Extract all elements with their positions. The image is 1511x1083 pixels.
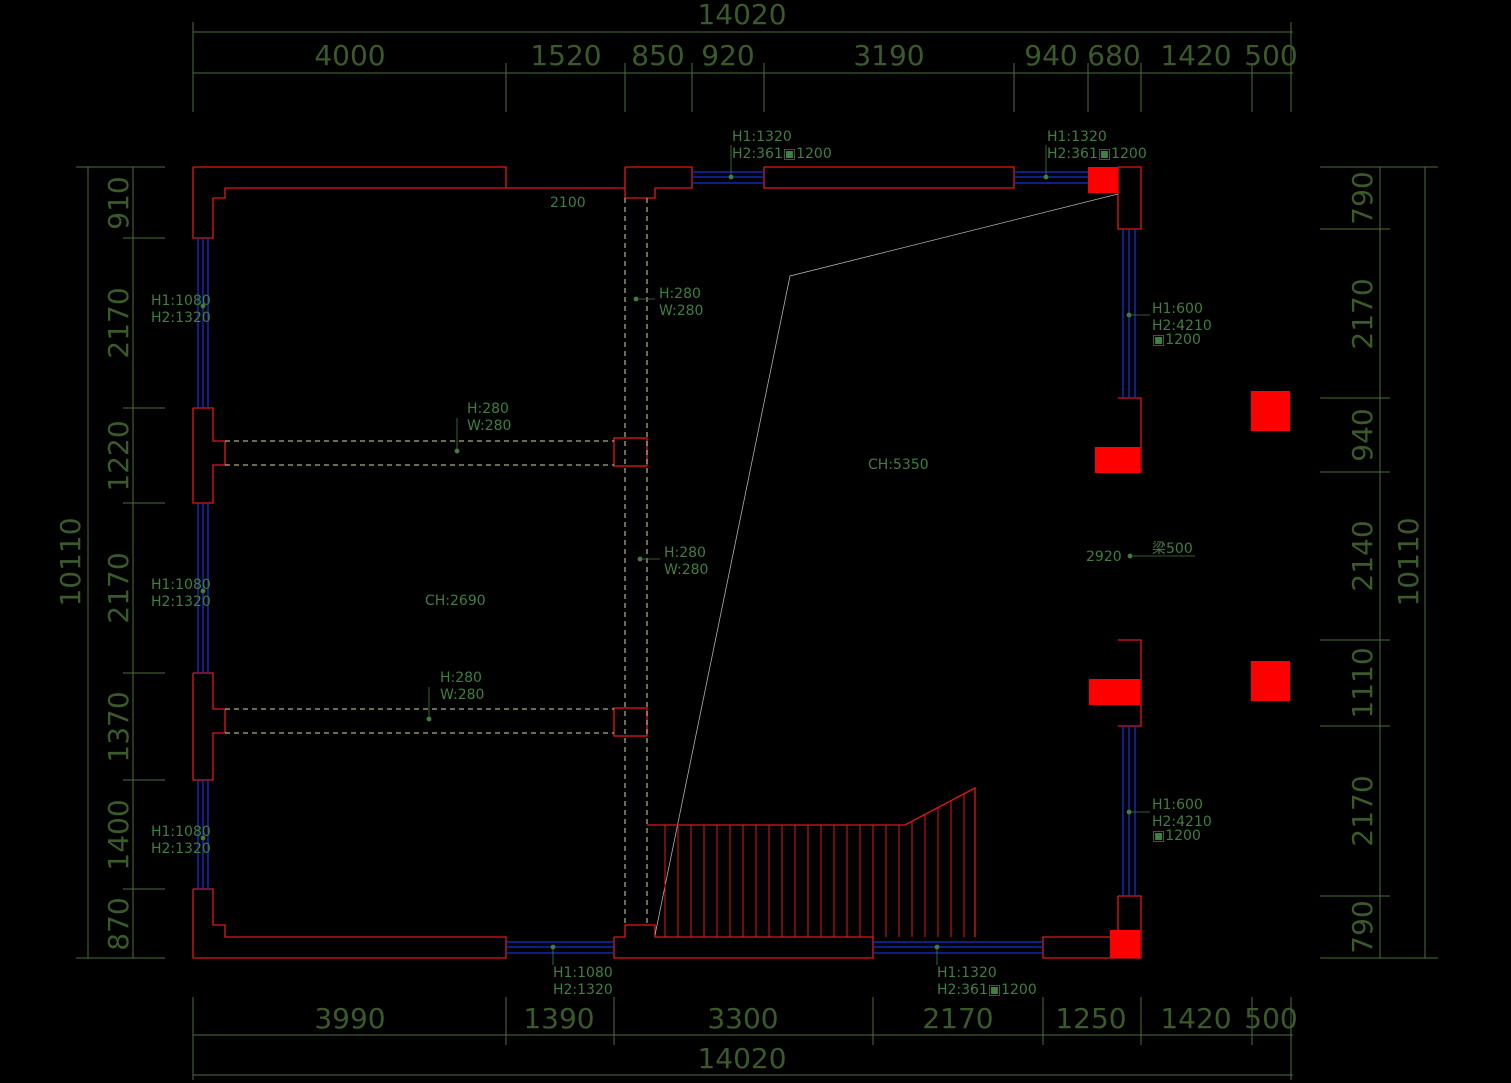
window-label: H2:361▣1200 — [1047, 146, 1147, 162]
right-seg-label: 940 — [1346, 408, 1379, 461]
beam-label: H:280 — [440, 670, 482, 686]
column — [1251, 661, 1290, 701]
bottom-seg-label: 3300 — [707, 1002, 778, 1035]
top-seg-label: 3190 — [853, 39, 924, 72]
column — [1089, 679, 1140, 705]
right-seg-label: 790 — [1346, 171, 1379, 224]
bottom-seg-label: 2170 — [922, 1002, 993, 1035]
top-total-label: 14020 — [697, 0, 786, 31]
top-seg-label: 500 — [1244, 39, 1297, 72]
top-seg-label: 4000 — [314, 39, 385, 72]
left-total-label: 10110 — [54, 517, 87, 606]
top-seg-label: 850 — [631, 39, 684, 72]
windows — [197, 171, 1136, 954]
left-dimension-chain: 10110 910 2170 1220 2170 1370 1400 870 — [54, 166, 165, 959]
window-label: H1:1080 — [553, 965, 613, 981]
window-label: H1:1320 — [937, 965, 997, 981]
beam-label: H:280 — [664, 545, 706, 561]
beams — [225, 198, 648, 925]
window-label: H1:1080 — [151, 577, 211, 593]
right-seg-label: 1110 — [1346, 647, 1379, 718]
ceiling-height-label: CH:5350 — [868, 457, 929, 473]
column — [1088, 167, 1118, 193]
window-label: H2:361▣1200 — [732, 146, 832, 162]
walls — [192, 166, 1142, 959]
columns — [1088, 167, 1290, 958]
ceiling-height-label: CH:2690 — [425, 593, 486, 609]
window-label: H2:1320 — [151, 841, 211, 857]
opening-label: 2100 — [550, 195, 586, 211]
right-seg-label: 2170 — [1346, 278, 1379, 349]
window-left-3 — [197, 780, 209, 889]
window-left-2 — [197, 503, 209, 673]
opening-label: 2920 — [1086, 549, 1122, 565]
right-total-label: 10110 — [1392, 517, 1425, 606]
beam-label: W:280 — [664, 562, 708, 578]
annotations: H1:1320 H2:361▣1200 H1:1320 H2:361▣1200 … — [151, 129, 1212, 998]
window-left-1 — [197, 238, 209, 408]
top-seg-label: 940 — [1024, 39, 1077, 72]
window-label: H1:1080 — [151, 293, 211, 309]
window-label: H1:600 — [1152, 797, 1203, 813]
right-dimension-chain: 790 2170 940 2140 1110 2170 790 10110 — [1320, 166, 1438, 959]
left-seg-label: 910 — [102, 176, 135, 229]
right-seg-label: 790 — [1346, 900, 1379, 953]
beam-label: H:280 — [659, 286, 701, 302]
beam-label: W:280 — [467, 418, 511, 434]
window-label: H2:4210 — [1152, 318, 1212, 334]
top-dimension-chain: 14020 4000 1520 850 920 3190 940 680 142… — [192, 0, 1298, 112]
beam-label: H:280 — [467, 401, 509, 417]
window-label: H2:4210 — [1152, 814, 1212, 830]
slope-line — [654, 193, 1119, 936]
window-label: ▣1200 — [1152, 332, 1201, 348]
bottom-seg-label: 500 — [1244, 1002, 1297, 1035]
window-label: H2:1320 — [151, 594, 211, 610]
bottom-seg-label: 1420 — [1160, 1002, 1231, 1035]
top-seg-label: 1520 — [530, 39, 601, 72]
bottom-seg-label: 1250 — [1055, 1002, 1126, 1035]
left-seg-label: 1400 — [102, 799, 135, 870]
beam-label: 梁500 — [1152, 541, 1193, 557]
left-seg-label: 1220 — [102, 420, 135, 491]
left-seg-label: 2170 — [102, 552, 135, 623]
column — [1095, 447, 1140, 473]
bottom-total-label: 14020 — [697, 1042, 786, 1075]
left-seg-label: 2170 — [102, 287, 135, 358]
window-bottom-1 — [506, 941, 614, 954]
left-seg-label: 870 — [102, 897, 135, 950]
top-seg-label: 1420 — [1160, 39, 1231, 72]
window-label: ▣1200 — [1152, 828, 1201, 844]
beam-label: W:280 — [440, 687, 484, 703]
window-top-2 — [1014, 171, 1088, 184]
window-label: H2:1320 — [151, 310, 211, 326]
window-label: H1:600 — [1152, 301, 1203, 317]
right-seg-label: 2170 — [1346, 775, 1379, 846]
bottom-seg-label: 3990 — [314, 1002, 385, 1035]
window-top-1 — [692, 171, 764, 184]
window-label: H1:1320 — [1047, 129, 1107, 145]
window-label: H1:1320 — [732, 129, 792, 145]
window-label: H2:1320 — [553, 982, 613, 998]
window-label: H2:361▣1200 — [937, 982, 1037, 998]
bottom-dimension-chain: 3990 1390 3300 2170 1250 1420 500 14020 — [192, 997, 1298, 1080]
left-seg-label: 1370 — [102, 691, 135, 762]
staircase — [647, 786, 976, 937]
right-seg-label: 2140 — [1346, 520, 1379, 591]
column — [1110, 930, 1140, 958]
bottom-seg-label: 1390 — [523, 1002, 594, 1035]
top-seg-label: 920 — [701, 39, 754, 72]
top-seg-label: 680 — [1087, 39, 1140, 72]
window-bottom-2 — [873, 941, 1043, 954]
window-label: H1:1080 — [151, 824, 211, 840]
beam-label: W:280 — [659, 303, 703, 319]
column — [1251, 391, 1290, 431]
annotation-leaders — [200, 145, 1195, 965]
